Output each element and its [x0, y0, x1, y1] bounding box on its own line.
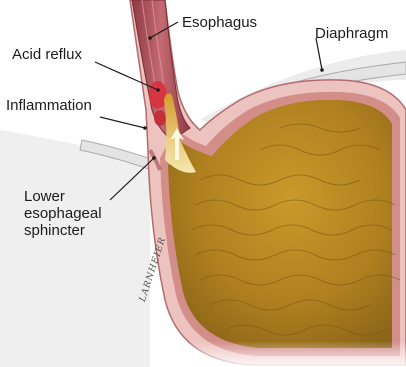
label-diaphragm: Diaphragm	[315, 25, 388, 42]
inflammation-area-lower	[154, 110, 166, 126]
label-inflammation: Inflammation	[6, 97, 92, 114]
bottom-fade	[150, 280, 406, 367]
inflammation-area	[149, 81, 167, 109]
label-esophagus: Esophagus	[182, 14, 257, 31]
label-les-line-3: sphincter	[24, 222, 102, 239]
surrounding-tissue	[0, 130, 150, 367]
leader-inflammation	[100, 117, 145, 128]
label-acid-reflux: Acid reflux	[12, 46, 82, 63]
label-les-line-2: esophageal	[24, 205, 102, 222]
label-les-line-1: Lower	[24, 188, 102, 205]
label-lower-esophageal-sphincter: Lower esophageal sphincter	[24, 188, 102, 239]
leader-diaphragm	[316, 38, 322, 70]
